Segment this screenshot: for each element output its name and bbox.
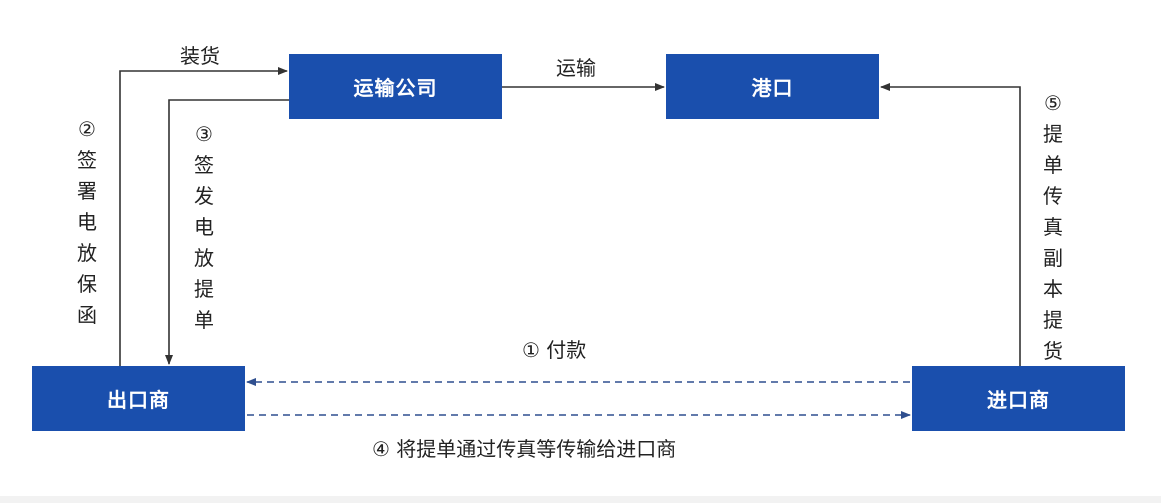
edge-label-sign-guarantee: ②签署电放保函 <box>77 117 97 327</box>
node-importer: 进口商 <box>912 366 1125 431</box>
node-transport-company-label: 运输公司 <box>353 76 438 100</box>
edge-label-loading: 装货 <box>180 44 220 68</box>
edge-label-issue-telex-bl: ③签发电放提单 <box>194 122 214 332</box>
arrow-importer-to-port <box>880 83 1021 366</box>
node-transport-company: 运输公司 <box>289 54 502 119</box>
edge-label-transport: 运输 <box>556 56 596 80</box>
edge-label-pickup-fax-copy: ⑤提单传真副本提货 <box>1043 91 1063 363</box>
arrow-exporter-to-transport <box>119 67 288 366</box>
node-exporter: 出口商 <box>32 366 245 431</box>
arrow-transport-to-exporter <box>165 99 289 365</box>
edge-label-payment: ① 付款 <box>522 338 587 362</box>
node-port: 港口 <box>666 54 879 119</box>
edge-label-fax-bl: ④ 将提单通过传真等传输给进口商 <box>372 437 677 461</box>
node-importer-label: 进口商 <box>987 388 1050 412</box>
bottom-divider <box>0 496 1161 503</box>
node-port-label: 港口 <box>751 76 794 100</box>
node-exporter-label: 出口商 <box>107 388 170 412</box>
